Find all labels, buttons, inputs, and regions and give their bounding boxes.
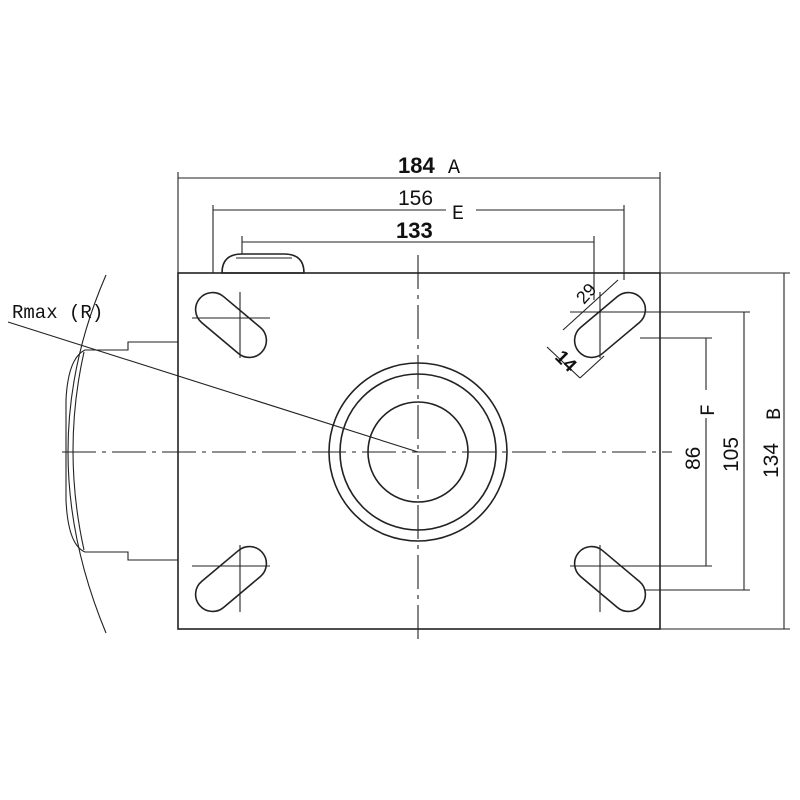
brake-tab bbox=[221, 253, 305, 274]
bearing-outer-circle bbox=[328, 362, 508, 542]
dimension-overall-height: 134 B bbox=[660, 272, 790, 630]
dimension-slot-width: 14 bbox=[546, 346, 605, 379]
mounting-slot-bottom-right bbox=[570, 545, 650, 613]
dim-slot-length-value: 29 bbox=[572, 279, 600, 307]
dimension-mount-height-inner: 86 F bbox=[640, 337, 721, 567]
dim-overall-height-value: 134 bbox=[760, 443, 783, 478]
top-plate-outline bbox=[177, 272, 661, 630]
dim-mount-height-inner-letter: F bbox=[698, 404, 721, 416]
dimension-mount-height-outer: 105 bbox=[645, 311, 750, 591]
bearing-middle-circle bbox=[339, 373, 497, 531]
dimension-slot-length: 29 bbox=[562, 279, 619, 331]
swivel-radius-label: Rmax (R) bbox=[12, 302, 103, 324]
swivel-radius-arc bbox=[67, 274, 107, 634]
dimension-overall-width: 184 A bbox=[177, 153, 661, 273]
dim-mount-width-value: 156 bbox=[398, 187, 433, 210]
wheel-profile-inner bbox=[72, 351, 85, 551]
mounting-slot-bottom-left bbox=[192, 545, 270, 613]
dim-overall-width-letter: A bbox=[448, 157, 460, 180]
dim-mount-width-letter: E bbox=[452, 203, 464, 226]
dim-mount-height-inner-value: 86 bbox=[682, 447, 705, 470]
dimension-inner-width: 133 bbox=[241, 218, 595, 300]
dim-slot-width-value: 14 bbox=[550, 347, 580, 377]
mounting-slot-top-left bbox=[192, 291, 270, 359]
wheel-profile bbox=[65, 341, 178, 561]
mounting-slot-top-right bbox=[570, 291, 650, 359]
radius-leader-line bbox=[7, 321, 419, 453]
dim-inner-width-value: 133 bbox=[396, 218, 433, 243]
dimension-mount-width: 156 E bbox=[212, 187, 625, 280]
dim-overall-height-letter: B bbox=[764, 408, 787, 420]
dim-overall-width-value: 184 bbox=[398, 153, 435, 178]
dim-mount-height-outer-value: 105 bbox=[720, 437, 743, 472]
bearing-inner-circle bbox=[367, 401, 469, 503]
